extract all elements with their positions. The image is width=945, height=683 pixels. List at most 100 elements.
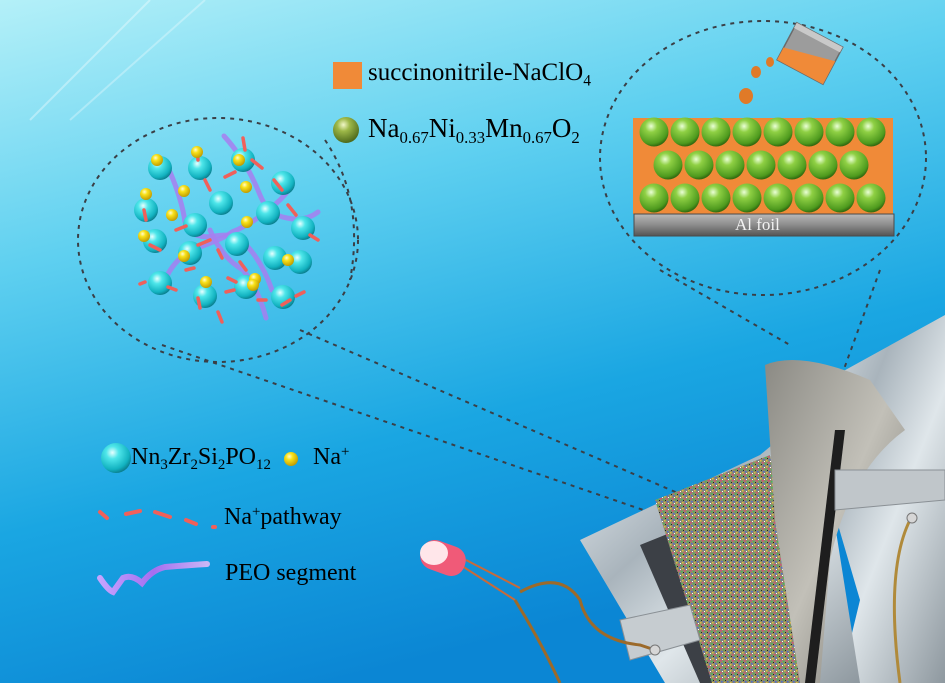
na-pathway-marks (138, 136, 320, 324)
na-ion (140, 188, 152, 200)
na-pathway-dash (286, 203, 298, 217)
llzo-particle (188, 156, 212, 180)
light-streak (69, 0, 206, 121)
na-pathway-dash (241, 136, 247, 152)
light-streak (29, 0, 151, 121)
na-ion (138, 230, 150, 242)
al-foil (633, 213, 895, 237)
wire-lower (513, 599, 562, 683)
cathode-particle (825, 183, 855, 213)
cathode-legend-label: Na0.67Ni0.33Mn0.67O2 (368, 113, 580, 147)
na-pathway-dash (142, 208, 148, 222)
na-pathway-dash (238, 260, 248, 272)
na-pathway-dash (224, 288, 236, 294)
na-ion (178, 250, 190, 262)
wire-to-led (519, 581, 656, 652)
cathode-particle (808, 150, 838, 180)
llzo-particle (183, 213, 207, 237)
cathode-particle (746, 150, 776, 180)
na-ion-legend-label: Na+ (313, 444, 350, 471)
na-pathway-dash (174, 224, 188, 232)
na-pathway-dash (196, 296, 202, 310)
cathode-particle (670, 117, 700, 147)
led-lead (465, 559, 521, 589)
cathode-electrode (633, 117, 895, 237)
droplet (739, 88, 753, 104)
pouch-cell (580, 315, 945, 683)
na-pathway-dash (280, 298, 292, 307)
cathode-particle (825, 117, 855, 147)
llzo-particle (288, 250, 312, 274)
llzo-particle (256, 201, 280, 225)
na-pathway-dash (272, 178, 284, 192)
llzo-particle (209, 191, 233, 215)
llzo-particle (134, 198, 158, 222)
na-pathway-legend-icon (98, 509, 217, 529)
na-pathway-dash (184, 266, 196, 272)
na-pathway-dash (216, 248, 224, 260)
terminal-rivet (906, 512, 918, 524)
tab-strip (834, 469, 945, 511)
na-ion (166, 209, 178, 221)
na-pathway-dash (223, 170, 237, 179)
pouring-beaker (776, 21, 844, 86)
na-ions (138, 146, 294, 291)
cathode-particle (794, 117, 824, 147)
na-ion-legend-ball (284, 452, 298, 466)
cathode-particle (856, 183, 886, 213)
cathode-particle (670, 183, 700, 213)
led-lead (461, 565, 516, 601)
na-ion (240, 181, 252, 193)
llzo-particle (271, 285, 295, 309)
na-ion (178, 185, 190, 197)
pouch-fold (765, 360, 905, 683)
na-ion (151, 154, 163, 166)
led-glow (420, 541, 448, 565)
cathode-inset-outline (599, 20, 927, 296)
llzo-particle (225, 232, 249, 256)
cathode-particle (777, 150, 807, 180)
succinonitrile-legend-swatch (333, 62, 362, 89)
llzo-particle (271, 171, 295, 195)
droplet (751, 66, 761, 78)
peo-legend-label: PEO segment (225, 560, 357, 586)
cathode-particle (763, 117, 793, 147)
na-pathway-dash (196, 238, 212, 247)
cathode-particle (715, 150, 745, 180)
cathode-particle (701, 117, 731, 147)
cathode-particle (701, 183, 731, 213)
cathode-particle (732, 117, 762, 147)
na-ion (233, 154, 245, 166)
na-ion (241, 216, 253, 228)
cathode-particle (684, 150, 714, 180)
na-pathway-dash (308, 233, 320, 242)
cathode-particle (856, 117, 886, 147)
cathode-particle (794, 183, 824, 213)
cathode-particle (763, 183, 793, 213)
na-ion (191, 146, 203, 158)
wire-right (892, 519, 912, 683)
llzo-legend-ball (101, 443, 131, 473)
cathode-particle (839, 150, 869, 180)
na-pathway-legend-label: Na+pathway (224, 504, 342, 531)
cathode-particle (653, 150, 683, 180)
al-foil-label: Al foil (735, 215, 780, 234)
na-pathway-dash (250, 158, 264, 170)
succinonitrile-legend-label: succinonitrile-NaClO4 (368, 59, 591, 90)
na-pathway-dash (166, 285, 178, 292)
na-pathway-dash (226, 276, 238, 284)
na-pathway-dash (138, 280, 147, 286)
na-pathway-dash (216, 310, 224, 324)
droplet (766, 57, 774, 67)
cathode-particle (639, 117, 669, 147)
cathode-particle (639, 183, 669, 213)
na-ion (247, 279, 259, 291)
llzo-particle (148, 271, 172, 295)
cathode-particles (639, 117, 886, 213)
peo-legend-icon (97, 561, 210, 596)
na-pathway-dash (148, 243, 162, 252)
electrolyte-inset-outline-outer (324, 139, 356, 281)
terminal-rivet (649, 644, 661, 656)
